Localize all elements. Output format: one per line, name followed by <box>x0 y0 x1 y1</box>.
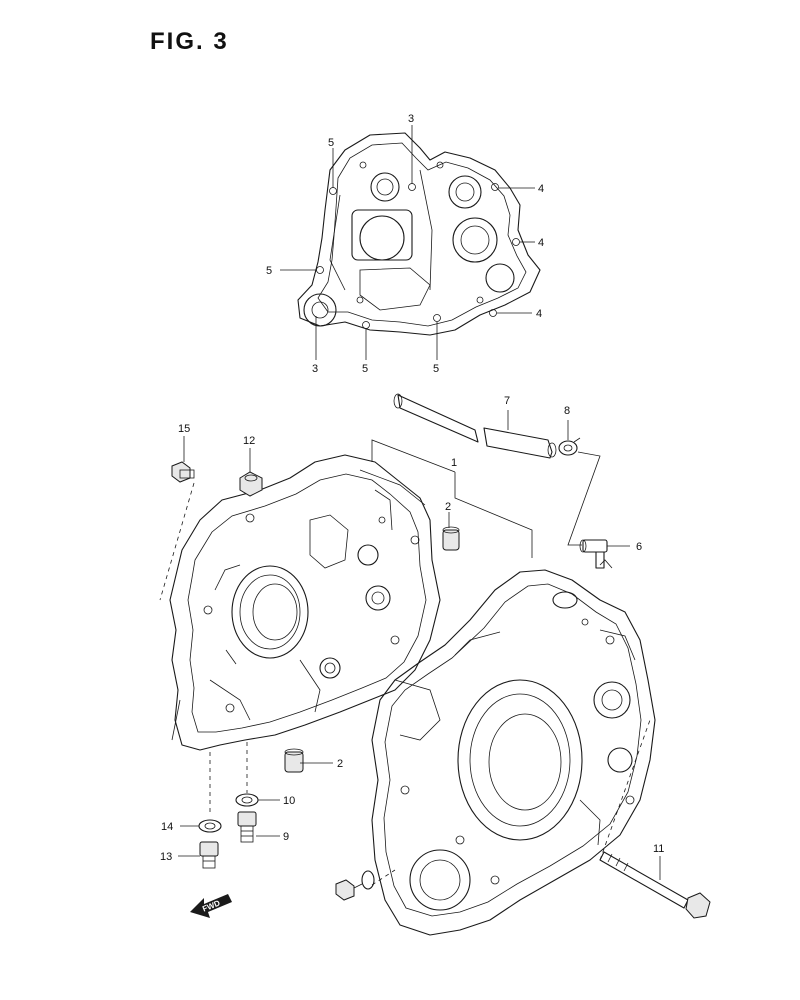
washer <box>198 819 222 833</box>
leader-lines <box>159 410 661 886</box>
callout-6: 6 <box>636 541 642 553</box>
fwd-label: FWD <box>201 898 221 913</box>
callout-5-bottom-right: 5 <box>433 363 439 375</box>
left-crankcase-half <box>169 454 441 751</box>
breather-union <box>579 539 608 569</box>
callout-3-top: 3 <box>408 113 414 125</box>
dowel-pin-upper <box>442 526 460 551</box>
callout-9: 9 <box>283 831 289 843</box>
callout-4-middle: 4 <box>538 237 544 249</box>
callout-5-bottom-left: 5 <box>362 363 368 375</box>
callout-14: 14 <box>161 821 173 833</box>
hose-clamp <box>558 437 581 456</box>
figure-title: FIG. 3 <box>150 28 229 55</box>
callout-10: 10 <box>283 795 295 807</box>
callout-2-lower: 2 <box>337 758 343 770</box>
callout-2-upper: 2 <box>445 501 451 513</box>
right-crankcase-half <box>371 559 656 936</box>
callout-1: 1 <box>451 457 457 469</box>
crankcase-bolt-long <box>599 851 711 919</box>
drain-plug <box>237 811 257 843</box>
breather-hose <box>393 393 557 459</box>
crankcase-gasket-inset <box>280 125 541 360</box>
callout-numbers: 3 5 4 4 5 4 3 5 5 7 8 15 12 1 2 6 2 10 1… <box>160 113 664 863</box>
bolt-and-washer-bottom <box>335 870 375 901</box>
callout-12: 12 <box>243 435 255 447</box>
callout-15: 15 <box>178 423 190 435</box>
callout-3-bottom: 3 <box>312 363 318 375</box>
forward-direction-arrow: FWD <box>190 894 232 918</box>
callout-7: 7 <box>504 395 510 407</box>
callout-4-lower: 4 <box>536 308 542 320</box>
callout-5-left: 5 <box>266 265 272 277</box>
callout-5-top: 5 <box>328 137 334 149</box>
callout-4-upper: 4 <box>538 183 544 195</box>
callout-11: 11 <box>653 843 664 855</box>
dowel-pin-lower <box>284 748 304 773</box>
gasket-washer <box>235 793 259 807</box>
callout-13: 13 <box>160 851 172 863</box>
bolt-small <box>171 461 195 483</box>
plug <box>199 841 219 869</box>
callout-8: 8 <box>564 405 570 417</box>
nut <box>239 471 263 497</box>
